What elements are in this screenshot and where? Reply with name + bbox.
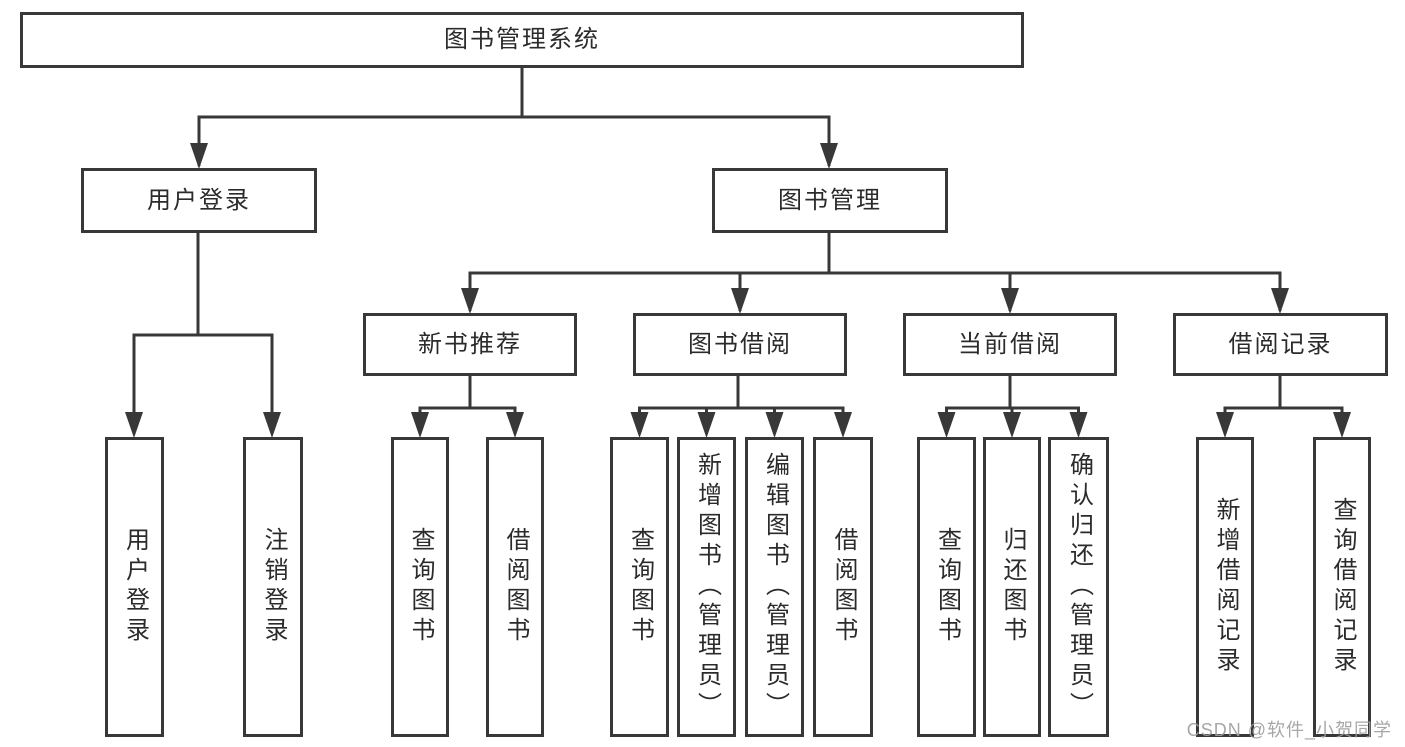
node-book-management: 图书管理	[712, 168, 948, 233]
leaf-query-borrow-record: 查询借阅记录	[1313, 437, 1371, 737]
node-label: 新增借阅记录	[1212, 497, 1239, 677]
node-label: 图书管理系统	[444, 26, 600, 53]
leaf-add-borrow-record: 新增借阅记录	[1196, 437, 1254, 737]
node-label: 归还图书	[999, 527, 1026, 647]
leaf-confirm-return-admin: 确认归还（管理员）	[1048, 437, 1109, 737]
node-label: 查询图书	[933, 527, 961, 647]
node-label: 借阅图书	[502, 527, 529, 647]
leaf-borrow-query-books: 查询图书	[610, 437, 669, 737]
leaf-add-books-admin: 新增图书（管理员）	[677, 437, 736, 737]
node-label: 确认归还（管理员）	[1065, 452, 1093, 722]
leaf-return-books: 归还图书	[983, 437, 1041, 737]
node-label: 查询图书	[407, 527, 434, 647]
node-label: 新增图书（管理员）	[693, 452, 721, 722]
arrowheads	[125, 143, 1351, 438]
leaf-user-login: 用户登录	[105, 437, 164, 737]
leaf-current-query-books: 查询图书	[917, 437, 976, 737]
node-label: 新书推荐	[418, 330, 522, 358]
leaf-edit-books-admin: 编辑图书（管理员）	[745, 437, 804, 737]
leaf-recommend-query-books: 查询图书	[391, 437, 449, 737]
leaf-borrow-books: 借阅图书	[813, 437, 873, 737]
connector-lines	[132, 68, 1344, 434]
node-label: 查询借阅记录	[1329, 497, 1356, 677]
leaf-recommend-borrow-books: 借阅图书	[486, 437, 544, 737]
node-label: 借阅图书	[830, 527, 857, 647]
node-new-book-recommend: 新书推荐	[363, 313, 577, 376]
node-borrow-records: 借阅记录	[1173, 313, 1388, 376]
node-label: 用户登录	[147, 186, 251, 214]
node-label: 图书管理	[778, 186, 882, 214]
leaf-logout: 注销登录	[243, 437, 303, 737]
node-label: 图书借阅	[688, 330, 792, 358]
node-label: 编辑图书（管理员）	[761, 452, 789, 722]
node-user-login: 用户登录	[81, 168, 317, 233]
node-book-borrow: 图书借阅	[633, 313, 847, 376]
node-label: 借阅记录	[1228, 330, 1333, 358]
csdn-watermark: CSDN @软件_小贺同学	[1186, 720, 1392, 740]
node-label: 查询图书	[626, 527, 654, 647]
node-label: 当前借阅	[958, 330, 1062, 358]
node-label: 注销登录	[260, 527, 287, 647]
node-root-library-system: 图书管理系统	[20, 12, 1024, 68]
node-label: 用户登录	[121, 527, 149, 647]
node-current-borrow: 当前借阅	[903, 313, 1117, 376]
